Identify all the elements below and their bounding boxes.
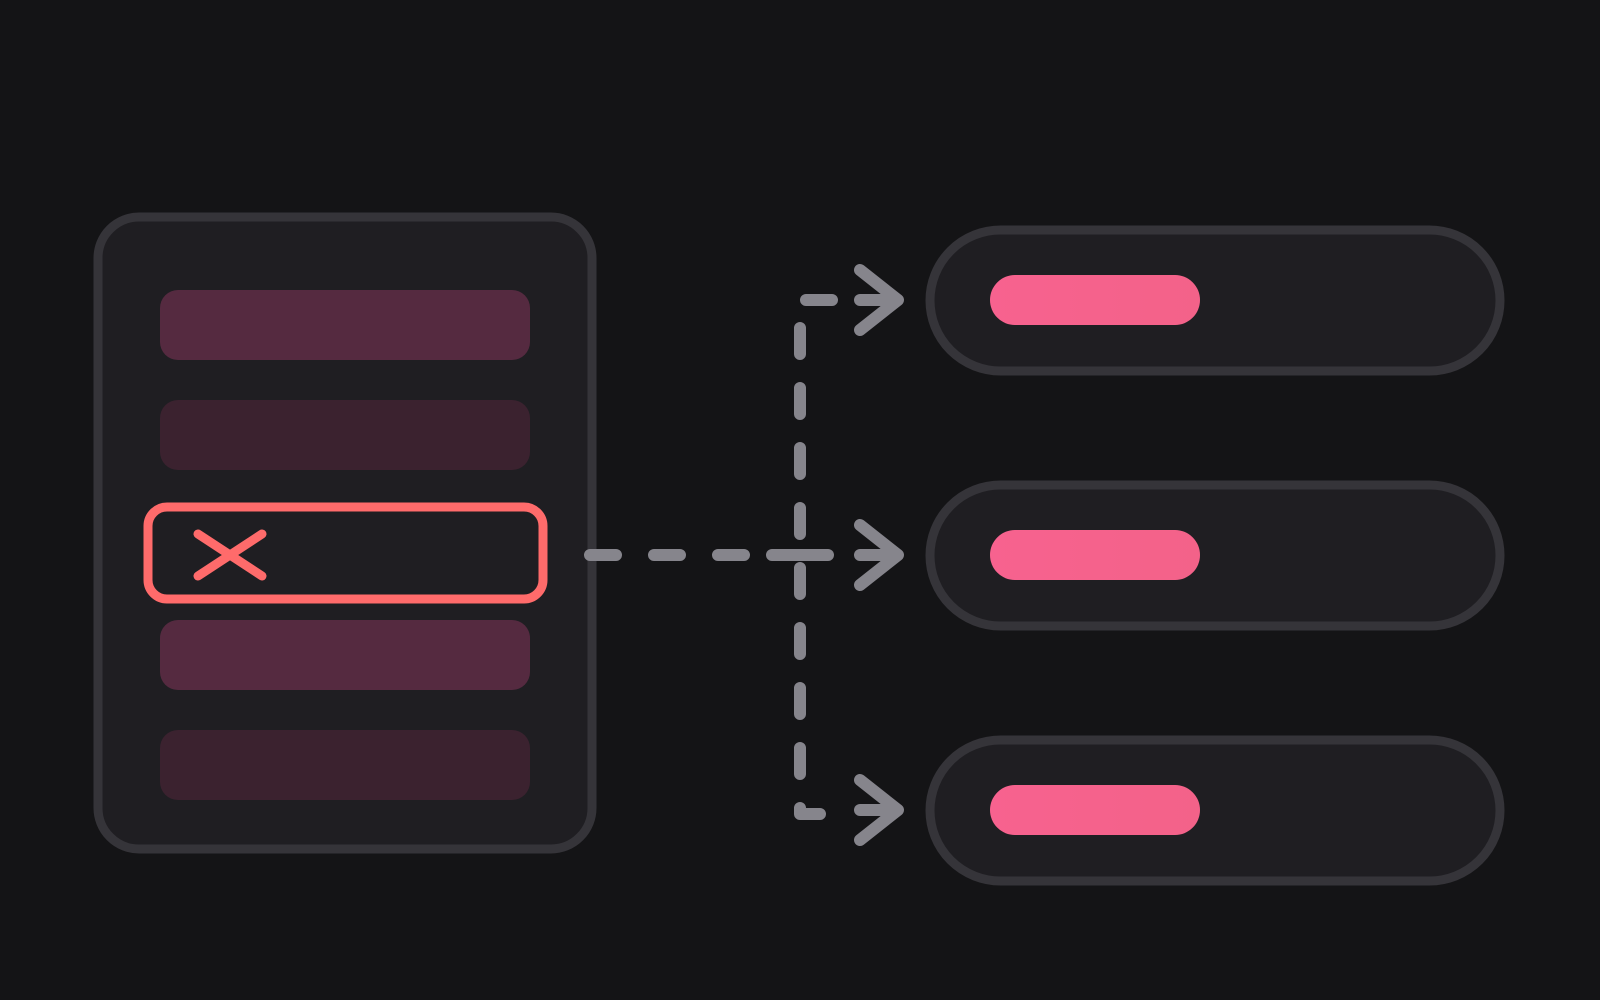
target-item bbox=[925, 735, 1505, 886]
list-row bbox=[160, 730, 530, 800]
arrowheads bbox=[854, 264, 904, 846]
chevron-right-icon bbox=[854, 519, 904, 591]
list-row bbox=[160, 290, 530, 360]
target-item bbox=[925, 225, 1505, 376]
x-mark-icon bbox=[193, 529, 267, 581]
list-row bbox=[160, 400, 530, 470]
status-pill bbox=[990, 530, 1200, 580]
status-pill bbox=[990, 785, 1200, 835]
source-list-panel bbox=[93, 212, 597, 854]
list-row bbox=[160, 620, 530, 690]
list-row-error bbox=[143, 502, 548, 604]
chevron-right-icon bbox=[854, 774, 904, 846]
dashed-connector bbox=[584, 294, 838, 820]
target-item bbox=[925, 480, 1505, 631]
status-pill bbox=[990, 275, 1200, 325]
chevron-right-icon bbox=[854, 264, 904, 336]
